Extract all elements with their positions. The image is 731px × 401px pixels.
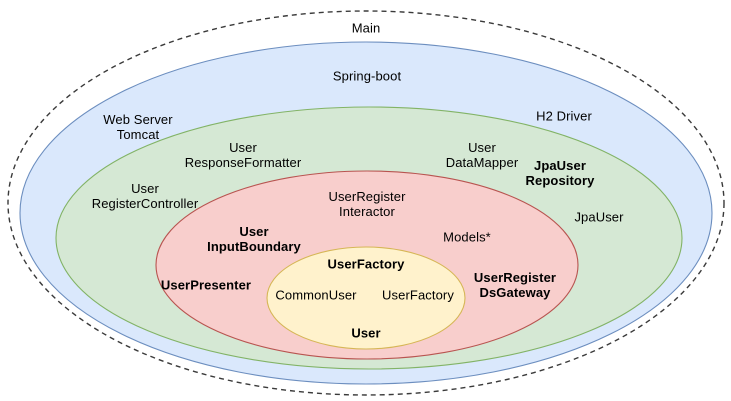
label-spring-boot: Spring-boot (332, 68, 402, 84)
label-user-register-controller: User RegisterController (91, 180, 199, 211)
label-main: Main (351, 20, 381, 36)
label-models: Models* (443, 229, 491, 245)
label-jpa-user: JpaUser (574, 209, 624, 225)
label-user-factory: UserFactory (382, 287, 454, 303)
ring-outer-main (7, 10, 725, 396)
label-common-user: CommonUser (275, 287, 357, 303)
label-user-input-boundary: User InputBoundary (207, 223, 301, 254)
label-h2-driver: H2 Driver (536, 108, 592, 124)
label-user: User (351, 325, 381, 341)
label-user-register-ds-gateway: UserRegister DsGateway (473, 269, 557, 300)
label-jpa-user-repository: JpaUser Repository (525, 157, 595, 188)
label-user-presenter: UserPresenter (160, 277, 252, 293)
label-user-response-formatter: User ResponseFormatter (184, 139, 302, 170)
label-user-factory-bold: UserFactory (327, 256, 405, 272)
ring-enterprise-business-rules (266, 246, 466, 350)
label-user-data-mapper: User DataMapper (445, 139, 519, 170)
label-web-server-tomcat: Web Server Tomcat (103, 111, 173, 142)
label-user-register-interactor: UserRegister Interactor (328, 188, 406, 219)
